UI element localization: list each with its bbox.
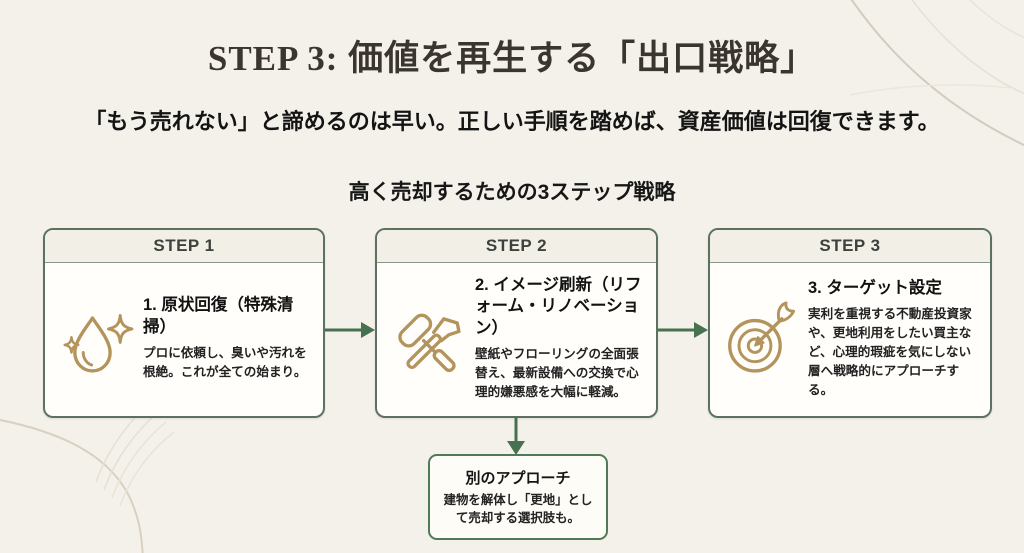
- step-2-header: STEP 2: [377, 230, 656, 263]
- section-title: 高く売却するための3ステップ戦略: [348, 181, 676, 204]
- sparkling-drop-icon: [53, 293, 137, 385]
- step-card-1: STEP 1 1. 原状回復（特殊清掃） プロに依頼し、臭いや汚れを根絶。これが…: [43, 228, 325, 418]
- step-2-body: 2. イメージ刷新（リフォーム・リノベーション） 壁紙やフローリングの全面張替え…: [377, 263, 656, 416]
- step-1-heading: 1. 原状回復（特殊清掃）: [143, 296, 294, 336]
- step-3-header: STEP 3: [710, 230, 990, 263]
- step-3-body: 3. ターゲット設定 実利を重視する不動産投資家や、更地利用をしたい買主など、心…: [710, 263, 990, 416]
- step-1-label: STEP 1: [153, 236, 215, 255]
- step-2-label: STEP 2: [485, 236, 548, 255]
- alternative-description: 建物を解体し「更地」として売却する選択肢も。: [443, 492, 593, 525]
- step-3-description: 実利を重視する不動産投資家や、更地利用をしたい買主など、心理的瑕疵を気にしない層…: [808, 306, 972, 397]
- step-1-description: プロに依頼し、臭いや汚れを根絶。これが全ての始まり。: [143, 346, 307, 379]
- step-1-body: 1. 原状回復（特殊清掃） プロに依頼し、臭いや汚れを根絶。これが全ての始まり。: [45, 263, 323, 416]
- step-card-2: STEP 2 2. イメージ刷新（リフォーム・リノベーション） 壁紙やフローリン…: [375, 228, 658, 418]
- alternative-heading: 別のアプローチ: [465, 469, 571, 487]
- arrow-step1-to-step2-icon: [325, 322, 375, 338]
- arrow-step2-to-step3-icon: [658, 322, 708, 338]
- step-3-heading: 3. ターゲット設定: [808, 278, 942, 297]
- step-3-label: STEP 3: [819, 236, 881, 255]
- step-2-heading: 2. イメージ刷新（リフォーム・リノベーション）: [475, 276, 642, 337]
- page-title: STEP 3: 価値を再生する「出口戦略」: [207, 39, 817, 78]
- step-2-description: 壁紙やフローリングの全面張替え、最新設備への交換で心理的嫌悪感を大幅に軽減。: [475, 347, 639, 400]
- alternative-approach-card: 別のアプローチ 建物を解体し「更地」として売却する選択肢も。: [428, 454, 608, 540]
- renovation-tools-icon: [385, 293, 469, 385]
- target-dart-icon: [718, 293, 802, 385]
- step-1-header: STEP 1: [45, 230, 323, 263]
- arrow-step2-to-alternative-icon: [507, 417, 525, 455]
- step-card-3: STEP 3 3. ターゲット設定 実利を重視する不動産投資家や、更地利用をした…: [708, 228, 992, 418]
- page-subtitle: 「もう売れない」と諦めるのは早い。正しい手順を踏めば、資産価値は回復できます。: [84, 109, 940, 134]
